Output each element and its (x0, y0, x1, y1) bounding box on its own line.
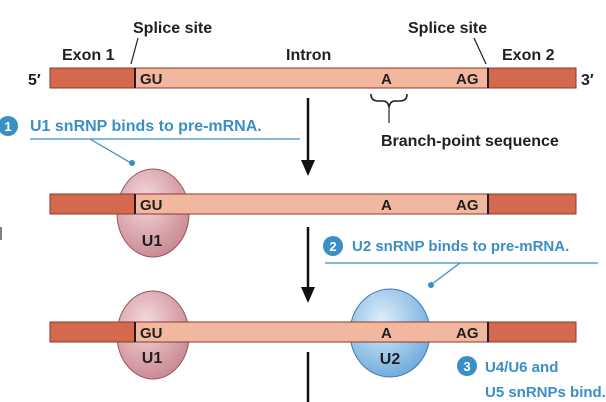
step-3-number: 3 (463, 359, 470, 374)
pre-mrna-top: GU A AG (49, 67, 577, 89)
step-1-text: U1 snRNP binds to pre-mRNA. (30, 118, 262, 135)
step-arrow-1 (301, 98, 315, 176)
branch-point-label: Branch-point sequence (381, 133, 559, 150)
gu-label-bottom: GU (140, 325, 163, 342)
u1-label: U1 (142, 233, 163, 250)
branch-a-label-bottom: A (381, 325, 392, 342)
ag-label-bottom: AG (456, 325, 479, 342)
splice-site-right-label: Splice site (408, 20, 487, 37)
gu-label: GU (140, 71, 163, 88)
step-arrow-2 (301, 227, 315, 303)
exon2-segment (487, 67, 577, 89)
five-prime-label: 5′ (28, 72, 41, 89)
step-1-badge (0, 116, 18, 136)
step-3-callout: 3 U4/U6 and U5 snRNPs bind. (457, 356, 606, 401)
step-2-number: 2 (329, 239, 336, 254)
step-3-text-line1: U4/U6 and (485, 359, 558, 376)
splice-site-left-pointer (130, 37, 139, 65)
three-prime-label: 3′ (581, 72, 594, 89)
splice-site-left-label: Splice site (133, 20, 212, 37)
step-3-text-line2: U5 snRNPs bind. (485, 384, 606, 401)
step-2-badge (323, 236, 343, 256)
u1-label-bottom: U1 (142, 350, 163, 367)
step-1-number: 1 (4, 119, 11, 134)
branch-a-label: A (381, 71, 392, 88)
exon1-label: Exon 1 (62, 47, 115, 64)
pre-mrna-bottom: GU A AG (49, 321, 577, 343)
step-3-badge (457, 356, 477, 376)
intron-label: Intron (286, 47, 331, 64)
exon1-segment (49, 67, 136, 89)
branch-point-brace (370, 93, 408, 108)
pre-mrna-middle: GU A AG (49, 193, 577, 215)
exon2-label: Exon 2 (502, 47, 555, 64)
gu-label-middle: GU (140, 197, 163, 214)
ag-label-middle: AG (456, 197, 479, 214)
branch-a-label-middle: A (381, 197, 392, 214)
ag-label: AG (456, 71, 479, 88)
step-2-callout: 2 U2 snRNP binds to pre-mRNA. (323, 236, 598, 288)
step-2-text: U2 snRNP binds to pre-mRNA. (352, 238, 569, 255)
u2-label: U2 (380, 351, 401, 368)
step-1-callout: 1 U1 snRNP binds to pre-mRNA. (0, 116, 300, 166)
intron-segment (134, 67, 489, 89)
splice-site-right-pointer (473, 37, 487, 65)
